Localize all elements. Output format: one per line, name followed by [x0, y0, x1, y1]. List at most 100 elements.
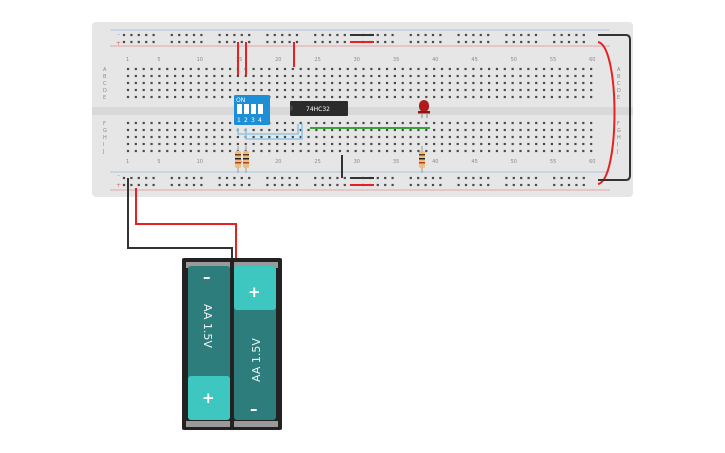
breadboard-hole[interactable]	[431, 176, 435, 180]
breadboard-hole[interactable]	[346, 121, 349, 125]
breadboard-hole[interactable]	[393, 81, 396, 85]
breadboard-hole[interactable]	[550, 142, 553, 146]
breadboard-hole[interactable]	[362, 81, 365, 85]
breadboard-hole[interactable]	[150, 121, 153, 125]
breadboard-hole[interactable]	[535, 128, 538, 132]
breadboard-hole[interactable]	[519, 121, 522, 125]
breadboard-hole[interactable]	[221, 74, 224, 78]
breadboard-hole[interactable]	[126, 88, 130, 92]
breadboard-hole[interactable]	[480, 135, 483, 139]
breadboard-hole[interactable]	[328, 40, 332, 44]
breadboard-hole[interactable]	[174, 128, 177, 132]
breadboard-hole[interactable]	[291, 74, 294, 78]
breadboard-hole[interactable]	[505, 40, 508, 44]
breadboard-hole[interactable]	[213, 88, 216, 92]
breadboard-hole[interactable]	[281, 176, 284, 180]
breadboard-hole[interactable]	[166, 142, 169, 146]
breadboard-hole[interactable]	[192, 176, 196, 180]
breadboard-hole[interactable]	[213, 67, 216, 71]
breadboard-hole[interactable]	[385, 81, 389, 85]
breadboard-hole[interactable]	[295, 40, 299, 44]
breadboard-hole[interactable]	[505, 176, 508, 180]
breadboard-hole[interactable]	[503, 67, 506, 71]
breadboard-hole[interactable]	[560, 40, 563, 44]
breadboard-hole[interactable]	[550, 81, 553, 85]
breadboard-hole[interactable]	[535, 74, 538, 78]
breadboard-hole[interactable]	[174, 81, 177, 85]
breadboard-hole[interactable]	[425, 121, 428, 125]
breadboard-hole[interactable]	[338, 135, 342, 139]
breadboard-hole[interactable]	[283, 67, 287, 71]
breadboard-hole[interactable]	[527, 95, 530, 99]
breadboard-hole[interactable]	[472, 128, 475, 132]
breadboard-hole[interactable]	[130, 183, 133, 187]
breadboard-hole[interactable]	[240, 40, 243, 44]
breadboard-hole[interactable]	[331, 95, 334, 99]
breadboard-hole[interactable]	[197, 142, 200, 146]
breadboard-hole[interactable]	[336, 176, 339, 180]
breadboard-hole[interactable]	[248, 176, 251, 180]
dip-toggle-4[interactable]	[258, 104, 263, 114]
breadboard-hole[interactable]	[331, 128, 334, 132]
breadboard-hole[interactable]	[276, 67, 279, 71]
breadboard-hole[interactable]	[520, 176, 523, 180]
breadboard-hole[interactable]	[512, 176, 515, 180]
breadboard-hole[interactable]	[503, 142, 506, 146]
breadboard-hole[interactable]	[409, 121, 412, 125]
breadboard-hole[interactable]	[170, 183, 173, 187]
breadboard-hole[interactable]	[535, 135, 538, 139]
breadboard-hole[interactable]	[126, 121, 130, 125]
breadboard-hole[interactable]	[126, 67, 130, 71]
breadboard-hole[interactable]	[145, 40, 148, 44]
breadboard-hole[interactable]	[213, 74, 216, 78]
breadboard-hole[interactable]	[495, 149, 499, 153]
breadboard-hole[interactable]	[142, 88, 145, 92]
breadboard-hole[interactable]	[566, 81, 569, 85]
breadboard-hole[interactable]	[299, 88, 302, 92]
breadboard-hole[interactable]	[268, 149, 271, 153]
breadboard-hole[interactable]	[370, 121, 373, 125]
breadboard-hole[interactable]	[328, 176, 332, 180]
breadboard-hole[interactable]	[417, 40, 420, 44]
breadboard-hole[interactable]	[362, 95, 365, 99]
breadboard-hole[interactable]	[283, 128, 287, 132]
breadboard-hole[interactable]	[181, 81, 185, 85]
breadboard-hole[interactable]	[252, 81, 255, 85]
breadboard-hole[interactable]	[240, 183, 243, 187]
breadboard-hole[interactable]	[560, 33, 563, 37]
breadboard-hole[interactable]	[266, 40, 269, 44]
breadboard-hole[interactable]	[221, 95, 224, 99]
breadboard-hole[interactable]	[307, 88, 310, 92]
breadboard-hole[interactable]	[268, 128, 271, 132]
breadboard-hole[interactable]	[464, 33, 468, 37]
dip-toggle-1[interactable]	[237, 104, 242, 114]
breadboard-hole[interactable]	[137, 40, 140, 44]
breadboard-hole[interactable]	[321, 176, 324, 180]
breadboard-hole[interactable]	[346, 81, 349, 85]
breadboard-hole[interactable]	[291, 142, 294, 146]
breadboard-hole[interactable]	[142, 149, 145, 153]
breadboard-hole[interactable]	[385, 88, 389, 92]
breadboard-hole[interactable]	[439, 183, 442, 187]
breadboard-hole[interactable]	[409, 142, 412, 146]
breadboard-hole[interactable]	[440, 88, 444, 92]
breadboard-hole[interactable]	[315, 67, 318, 71]
breadboard-hole[interactable]	[142, 135, 145, 139]
breadboard-hole[interactable]	[166, 88, 169, 92]
breadboard-hole[interactable]	[590, 142, 593, 146]
breadboard-hole[interactable]	[142, 142, 145, 146]
breadboard-hole[interactable]	[338, 67, 342, 71]
breadboard-hole[interactable]	[566, 74, 569, 78]
breadboard-hole[interactable]	[233, 183, 236, 187]
breadboard-hole[interactable]	[189, 142, 192, 146]
breadboard-hole[interactable]	[433, 81, 436, 85]
breadboard-hole[interactable]	[158, 95, 161, 99]
breadboard-hole[interactable]	[385, 95, 389, 99]
breadboard-hole[interactable]	[221, 67, 224, 71]
breadboard-hole[interactable]	[126, 74, 130, 78]
breadboard-hole[interactable]	[192, 33, 196, 37]
breadboard-hole[interactable]	[495, 142, 499, 146]
breadboard-hole[interactable]	[417, 121, 420, 125]
breadboard-hole[interactable]	[409, 81, 412, 85]
